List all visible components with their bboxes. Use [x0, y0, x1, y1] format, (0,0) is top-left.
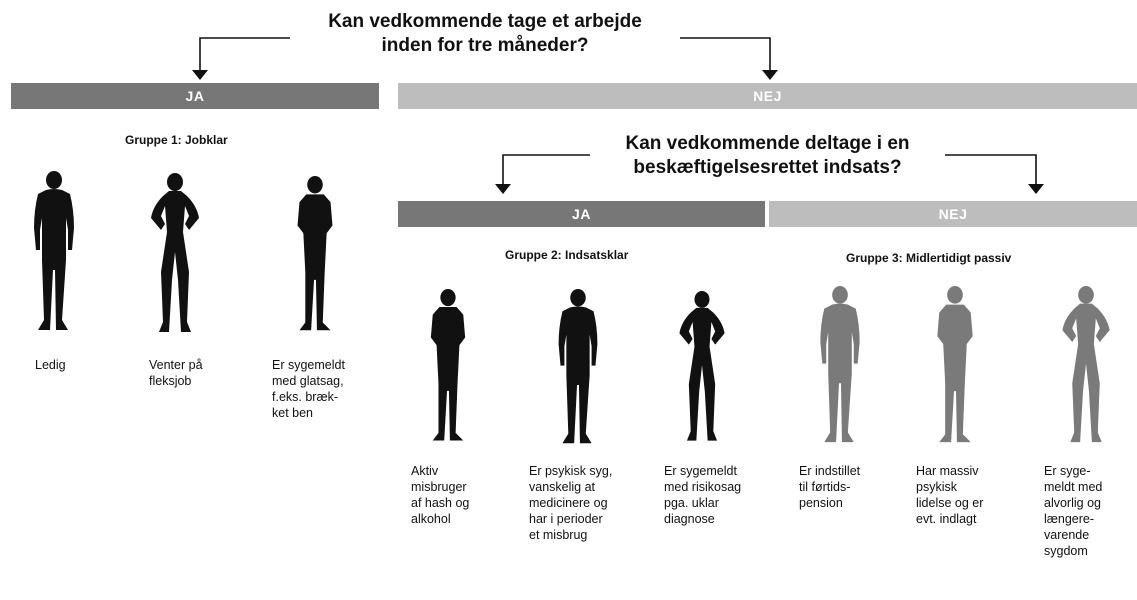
caption-alvorlig: Er syge- meldt med alvorlig og længere- …	[1044, 464, 1103, 558]
person-venter-icon	[151, 173, 199, 332]
question-1-line2: inden for tre måneder?	[381, 35, 589, 56]
arrow-q1-nej	[680, 37, 771, 72]
bar-top-ja: JA	[11, 83, 379, 109]
arrow-q1-ja-head	[192, 70, 208, 80]
caption-massiv: Har massiv psykisk lidelse og er evt. in…	[916, 464, 984, 526]
caption-fortid: Er indstillet til førtids- pension	[799, 464, 861, 510]
group-3-title: Gruppe 3: Midlertidigt passiv	[846, 251, 1012, 265]
question-2: Kan vedkommende deltage i en beskæftigel…	[595, 132, 940, 180]
question-2-line2: beskæftigelsesrettet indsats?	[633, 157, 902, 178]
arrow-q2-ja-head	[495, 184, 511, 194]
arrow-q1-ja	[199, 37, 290, 72]
question-2-line1: Kan vedkommende deltage i en	[625, 133, 910, 154]
caption-psykisk: Er psykisk syg, vanskelig at medicinere …	[529, 464, 613, 542]
person-misbruger-icon	[430, 288, 466, 441]
arrow-q2-ja	[502, 154, 590, 186]
person-fortid-icon	[820, 285, 860, 443]
caption-ledig: Ledig	[35, 358, 66, 372]
question-1-line1: Kan vedkommende tage et arbejde	[328, 11, 642, 32]
arrow-q2-nej-head	[1028, 184, 1044, 194]
bar-sub-ja: JA	[398, 201, 765, 227]
caption-venter: Venter på fleksjob	[149, 358, 203, 388]
caption-misbruger: Aktiv misbruger af hash og alkohol	[411, 464, 470, 526]
bar-sub-nej: NEJ	[769, 201, 1137, 227]
person-risiko-icon	[679, 290, 725, 441]
person-ledig-icon	[34, 171, 74, 330]
group-2-title: Gruppe 2: Indsatsklar	[505, 248, 629, 262]
person-psykisk-icon	[558, 288, 598, 444]
arrow-q1-nej-head	[762, 70, 778, 80]
person-massiv-icon	[937, 285, 973, 443]
caption-sygemeldt-glat: Er sygemeldt med glatsag, f.eks. bræk- k…	[272, 358, 345, 420]
group-1-title: Gruppe 1: Jobklar	[125, 133, 228, 147]
bar-top-nej: NEJ	[398, 83, 1137, 109]
question-1: Kan vedkommende tage et arbejde inden fo…	[300, 10, 670, 58]
arrow-q2-nej	[945, 154, 1037, 186]
person-alvorlig-icon	[1062, 285, 1110, 443]
person-sygemeldt-glat-icon	[297, 175, 333, 331]
caption-risiko: Er sygemeldt med risikosag pga. uklar di…	[664, 464, 742, 526]
